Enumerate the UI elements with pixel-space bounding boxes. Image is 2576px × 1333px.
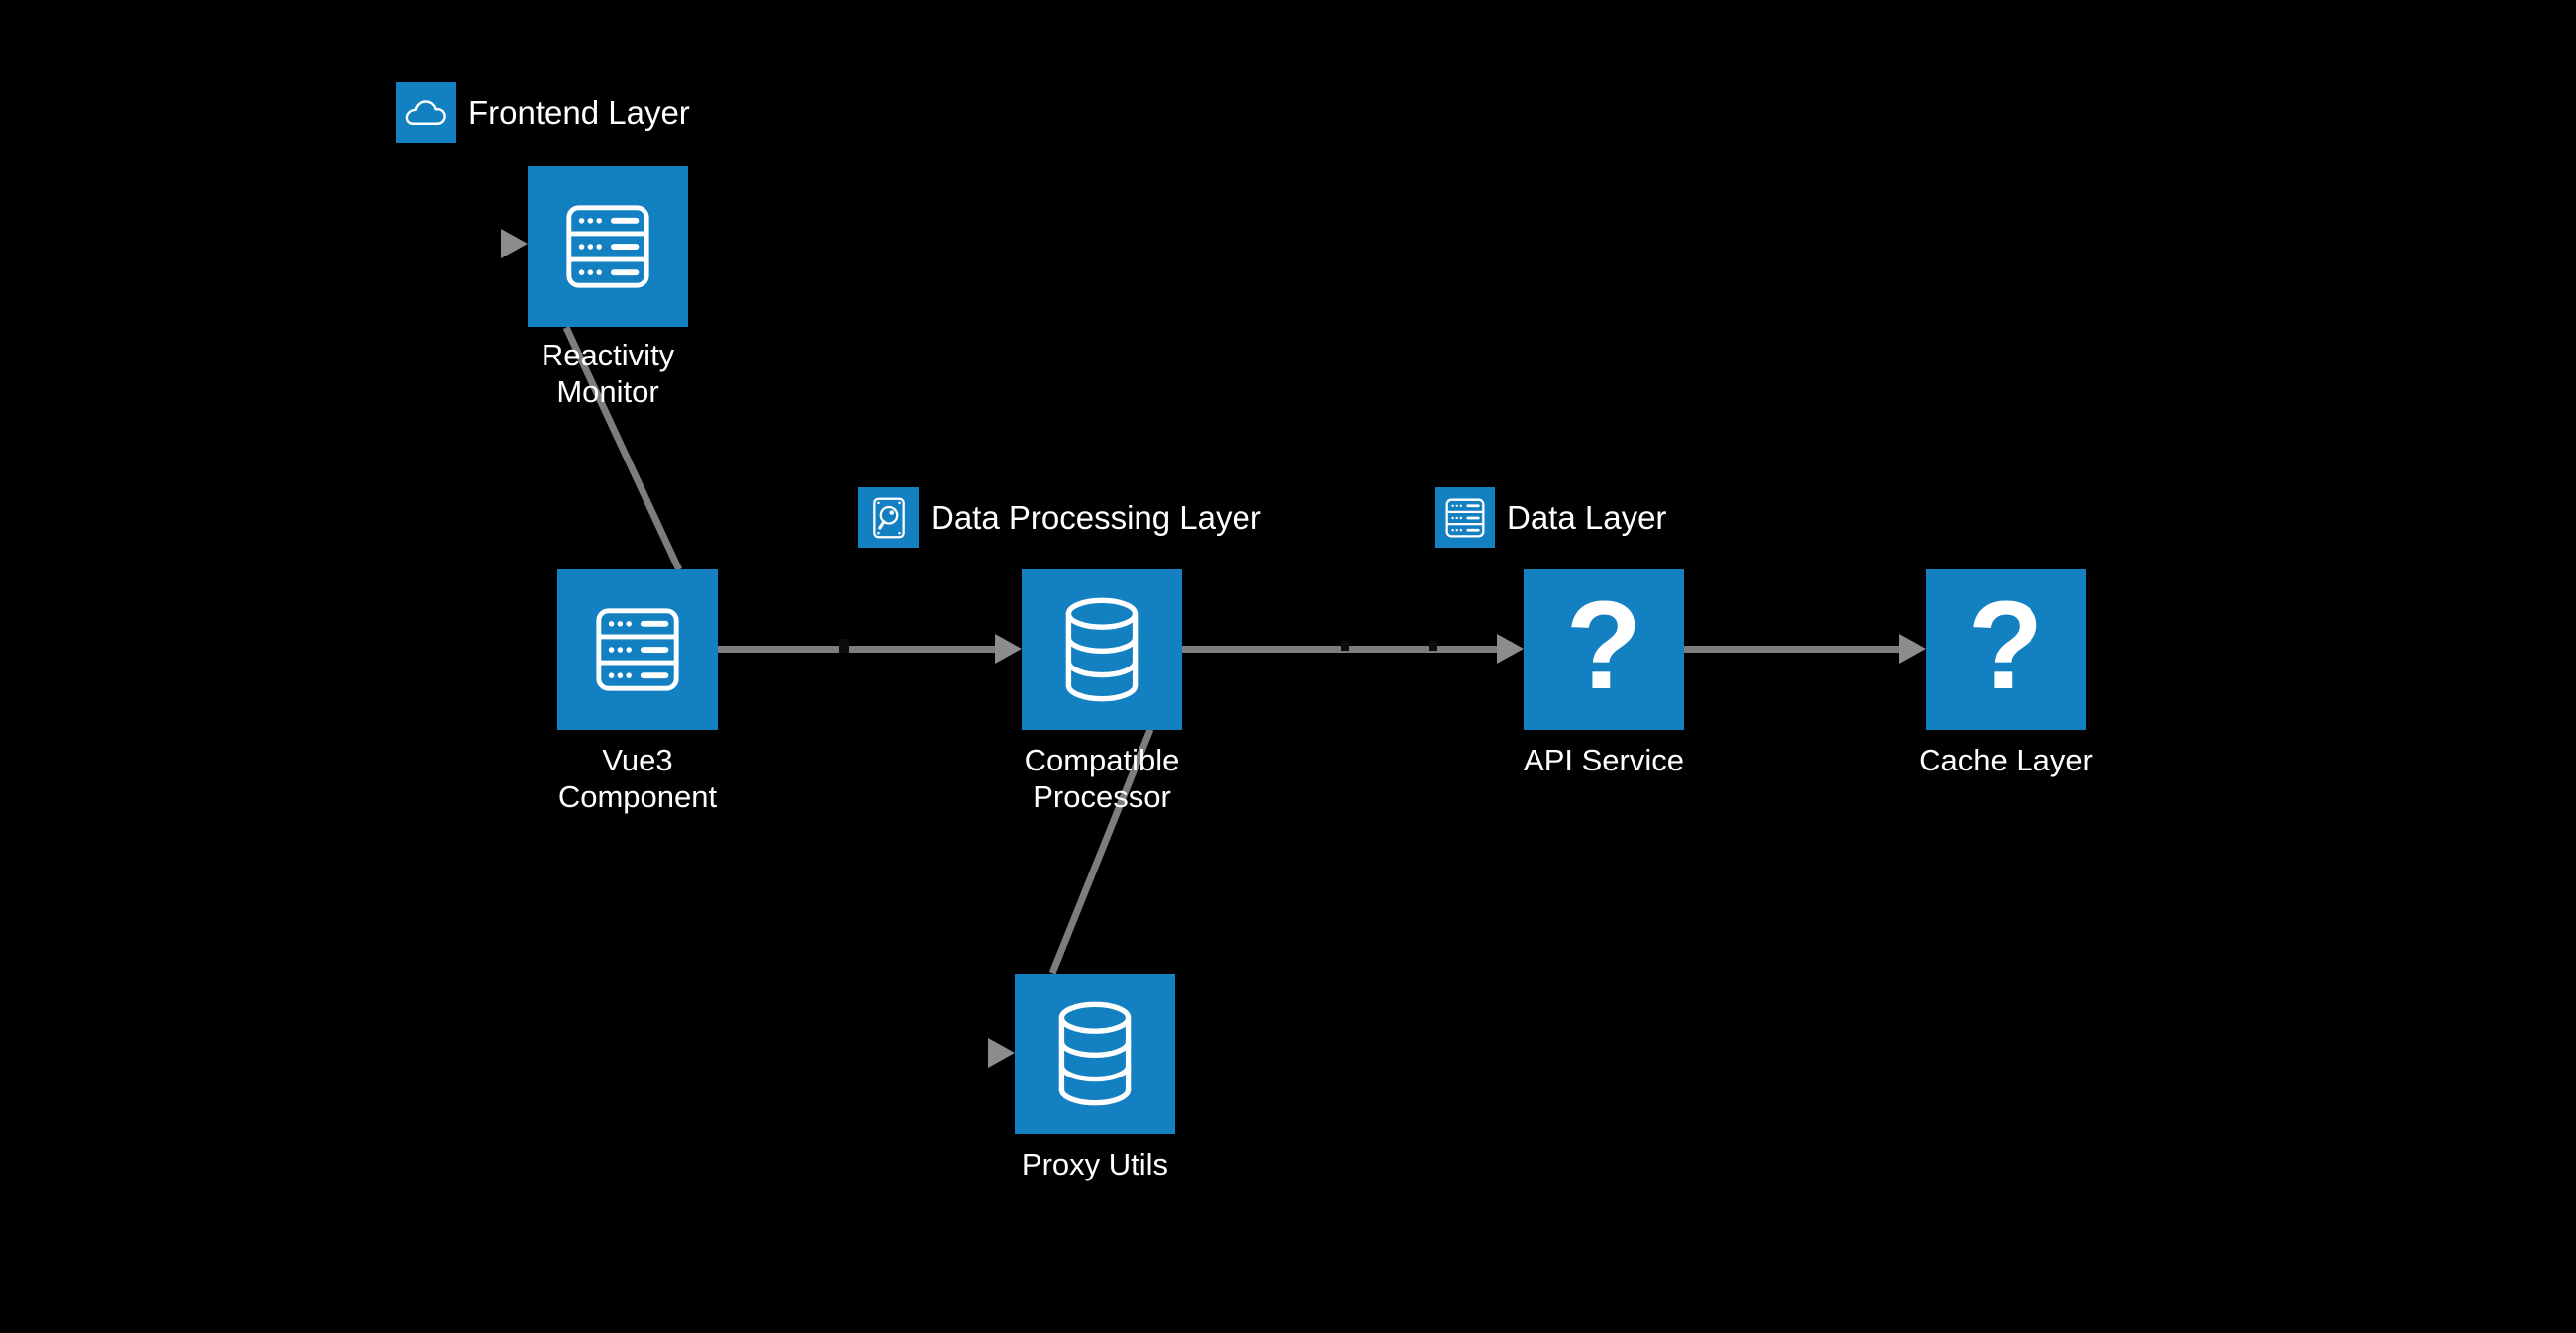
node-label-api-service: API Service: [1524, 743, 1684, 777]
cluster-label-text: Data Layer: [1507, 498, 1667, 536]
cluster-label-text: Frontend Layer: [468, 93, 690, 131]
cluster-label-frontend-layer: Frontend Layer: [396, 82, 690, 143]
cluster-label-data-processing-layer: Data Processing Layer: [858, 487, 1261, 548]
edge-label-notch: [1429, 641, 1437, 651]
node-cache-layer[interactable]: ?: [1926, 569, 2086, 730]
cluster-label-data-layer: Data Layer: [1435, 487, 1666, 548]
server-icon: [561, 200, 654, 293]
database-icon: [1052, 1000, 1138, 1107]
node-api-service[interactable]: ?: [1524, 569, 1684, 730]
disk-search-icon: [858, 487, 919, 548]
node-compatible-processor[interactable]: [1022, 569, 1182, 730]
arrowhead-into-reactivity-monitor: [501, 229, 528, 258]
server-icon: [1435, 487, 1495, 548]
node-proxy-utils[interactable]: [1015, 974, 1175, 1134]
edge-label-notch: [1341, 641, 1349, 651]
edge-api-to-cache: [1684, 646, 1901, 653]
edge-compatible-to-api: [1182, 646, 1499, 653]
question-mark-icon: ?: [1565, 575, 1642, 715]
node-label-reactivity-monitor: Reactivity Monitor: [541, 338, 675, 409]
server-icon: [591, 603, 684, 696]
node-reactivity-monitor[interactable]: [528, 166, 688, 327]
arrowhead-into-cache-layer: [1899, 634, 1926, 664]
edge-label-notch: [839, 639, 849, 653]
arrowhead-into-proxy-utils: [988, 1038, 1015, 1068]
node-vue3-component[interactable]: [557, 569, 718, 730]
edge-vue3-to-compatible: [718, 646, 997, 653]
cloud-icon: [396, 82, 456, 143]
question-mark-icon: ?: [1967, 575, 2044, 715]
database-icon: [1059, 596, 1144, 703]
node-label-proxy-utils: Proxy Utils: [1021, 1147, 1169, 1181]
node-label-cache-layer: Cache Layer: [1919, 743, 2093, 777]
cluster-label-text: Data Processing Layer: [931, 498, 1261, 536]
arrowhead-into-compatible-processor: [995, 634, 1022, 664]
node-label-vue3-component: Vue3 Component: [557, 743, 718, 814]
arrowhead-into-api-service: [1497, 634, 1524, 664]
node-label-compatible-processor: Compatible Processor: [1024, 743, 1180, 814]
